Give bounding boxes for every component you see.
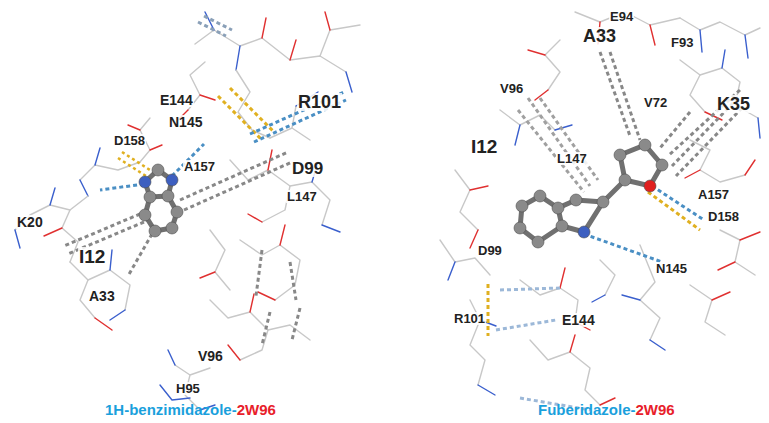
residue-label: D99 (291, 160, 324, 177)
residue-label: N145 (168, 115, 203, 129)
residue-label: D158 (113, 134, 146, 147)
residue-label: E144 (561, 313, 596, 327)
residue-label: E144 (159, 93, 194, 107)
residue-label: L147 (556, 152, 588, 165)
residue-label: A157 (183, 160, 216, 173)
residue-label: L147 (286, 190, 318, 203)
protein-code: 2W96 (636, 402, 675, 417)
residue-label: A33 (88, 289, 116, 303)
residue-label: R101 (453, 312, 486, 325)
ligand-caption: Fuberidazole- (538, 402, 636, 417)
residue-label: D99 (477, 244, 503, 257)
residue-label: H95 (175, 382, 201, 395)
residue-label: E94 (609, 10, 634, 23)
residue-label: F93 (670, 36, 694, 49)
residue-label: I12 (78, 247, 106, 266)
residue-label: V96 (197, 349, 224, 363)
residue-label: V96 (499, 82, 524, 95)
residue-label: N145 (655, 262, 688, 275)
residue-label: D158 (707, 210, 740, 223)
residue-label: K35 (716, 95, 751, 113)
residue-label: V72 (643, 96, 668, 109)
residue-label: A157 (697, 188, 730, 201)
ligand-caption: 1H-benzimidazole- (105, 402, 237, 417)
residue-label: K20 (16, 215, 44, 229)
residue-label: A33 (582, 27, 617, 45)
residue-label: R101 (297, 93, 342, 111)
protein-code: 2W96 (237, 402, 276, 417)
residue-label: I12 (470, 137, 498, 156)
